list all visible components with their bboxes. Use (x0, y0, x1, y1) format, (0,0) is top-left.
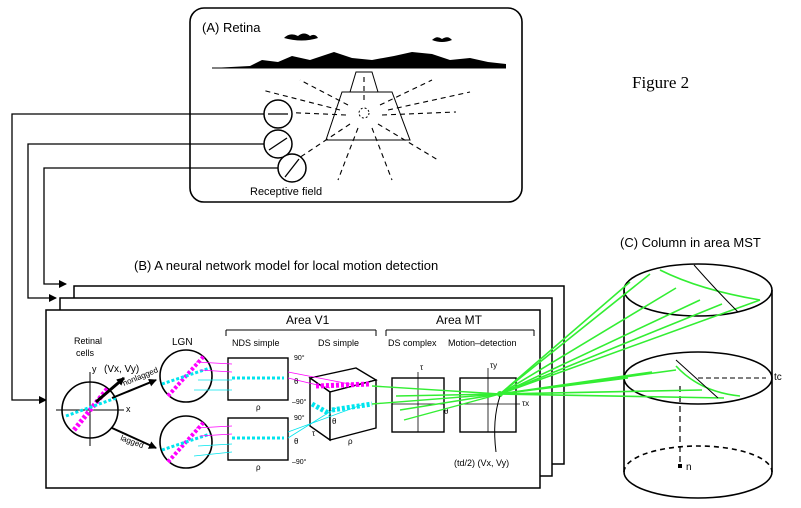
ds-to-mt-projections (371, 385, 501, 421)
figure-label: Figure 2 (632, 73, 689, 92)
n-label: n (686, 462, 692, 473)
ds-simple-label: DS simple (318, 338, 359, 348)
theta-ds-complex: θ (444, 407, 449, 416)
theta-cube: θ (332, 417, 337, 426)
mountain-range (212, 52, 506, 68)
receptive-field-label: Receptive field (250, 186, 322, 198)
ds-complex-label: DS complex (388, 338, 437, 348)
retina-panel: (A) Retina Receptive field (189, 7, 523, 203)
cloud (284, 33, 318, 41)
mst-title: (C) Column in area MST (620, 235, 761, 250)
nds-simple-label: NDS simple (232, 338, 280, 348)
motion-detection-label: Motion–detection (448, 338, 517, 348)
area-v1-label: Area V1 (286, 313, 330, 327)
retina-to-network-wires (11, 113, 278, 404)
cloud (432, 37, 452, 42)
angle-90-top: 90° (294, 354, 305, 362)
ds-simple-bands (310, 381, 373, 417)
tau-cube: τ (312, 429, 316, 438)
rho-top: ρ (256, 403, 261, 412)
tc-label: tc (774, 372, 782, 383)
focus-of-expansion (358, 107, 370, 119)
nds-to-ds-projections (287, 371, 365, 439)
retinal-cells-label: Retinal (74, 336, 102, 346)
angle-m90-bottom: –90° (292, 458, 307, 466)
rho-bottom: ρ (256, 463, 261, 472)
x-axis-label: x (126, 404, 131, 414)
lgn-label: LGN (172, 337, 193, 348)
cyan-edge (65, 396, 117, 418)
mt-to-mst-projections (499, 269, 761, 399)
network-layer-front (45, 309, 541, 489)
bottom-formula: (td/2) (Vx, Vy) (454, 458, 509, 468)
ds-simple-cube (308, 367, 378, 442)
mst-curve-top (693, 264, 739, 313)
velocity-label: (Vx, Vy) (104, 364, 139, 375)
rho-cube: ρ (348, 437, 353, 446)
mst-curve-mid (675, 359, 719, 399)
retinal-cells-label-2: cells (76, 348, 95, 358)
network-title: (B) A neural network model for local mot… (134, 258, 438, 273)
lgn-to-nds-projections (193, 361, 233, 457)
tau-y-label: τy (490, 361, 497, 370)
tau-ds-complex: τ (420, 363, 424, 372)
theta-top: θ (294, 377, 299, 386)
retina-title: (A) Retina (202, 20, 261, 35)
angle-m90-top: –90° (292, 398, 307, 406)
tau-x-label: τx (522, 399, 529, 408)
area-mt-label: Area MT (436, 313, 483, 327)
mst-cylinder (623, 263, 773, 499)
velocity-arrow (95, 376, 125, 404)
theta-bottom: θ (294, 437, 299, 446)
angle-90-bottom: 90° (294, 414, 305, 422)
formula-pointer (494, 395, 501, 453)
y-axis-label: y (92, 364, 97, 374)
